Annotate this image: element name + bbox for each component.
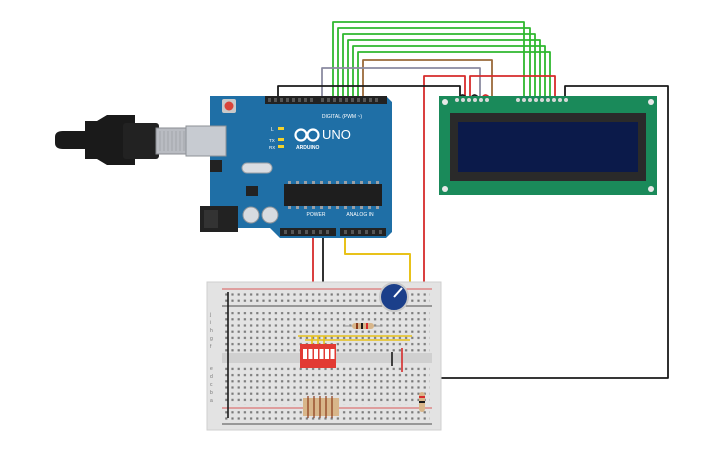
- usb-jack: [185, 125, 227, 157]
- crystal-oscillator: [241, 162, 273, 174]
- yellow-jumpers: [298, 335, 412, 344]
- row-letter-f: f: [210, 344, 212, 350]
- digital-header-label: DIGITAL (PWM ~): [322, 114, 362, 120]
- wire-red-lcd-1: [469, 75, 556, 100]
- dip-switch[interactable]: [300, 344, 336, 368]
- wires-group: [277, 21, 669, 379]
- wire-green-3: [342, 33, 536, 100]
- led-rx: [278, 145, 284, 148]
- capacitor-1: [242, 206, 260, 224]
- led-rx-label: RX: [269, 145, 275, 150]
- arduino-brand-label: ARDUINO: [296, 145, 319, 151]
- row-letter-j: j: [209, 312, 211, 318]
- row-letter-a: a: [210, 398, 213, 404]
- usb-plug-metal: [155, 127, 191, 155]
- row-letter-h: h: [210, 328, 213, 334]
- wire-green-5: [352, 45, 546, 100]
- usb-plug-icon: [55, 115, 135, 165]
- row-letter-e: e: [210, 366, 213, 372]
- arduino-uno-board[interactable]: DIGITAL (PWM ~) UNO ARDUINO L TX RX: [185, 96, 392, 238]
- voltage-regulator: [246, 186, 258, 196]
- led-tx: [278, 138, 284, 141]
- wire-black-lcd-2: [422, 85, 669, 379]
- dip-switch-toggles[interactable]: [303, 349, 335, 359]
- row-letter-b: b: [210, 390, 213, 396]
- power-jack-inner: [204, 210, 218, 228]
- arduino-infinity-logo: [294, 128, 320, 142]
- lcd-screen: [458, 122, 638, 172]
- lcd-mount-hole-3: [442, 186, 448, 192]
- row-letter-g: g: [210, 336, 213, 342]
- arduino-model-label: UNO: [322, 127, 351, 142]
- row-letter-c: c: [210, 382, 213, 388]
- lcd-module[interactable]: [439, 96, 657, 195]
- power-label: POWER: [307, 212, 326, 218]
- wire-green-2: [337, 27, 531, 100]
- wire-grey: [321, 67, 481, 100]
- wire-red-lcd-2: [423, 75, 466, 300]
- capacitor-2: [261, 206, 279, 224]
- led-tx-label: TX: [269, 138, 275, 143]
- row-letter-d: d: [210, 374, 213, 380]
- reset-button-cap: [224, 101, 234, 111]
- wire-brown: [362, 59, 493, 100]
- row-letters: j i h g f e d c b a: [209, 312, 213, 404]
- row-letter-i: i: [210, 320, 211, 326]
- digital-header: [265, 96, 387, 104]
- lcd-header-pins: [455, 98, 568, 102]
- resistor-bank: [303, 396, 339, 418]
- resistor-top: [344, 323, 382, 329]
- resistor-right: [419, 392, 425, 412]
- usb-chip: [210, 160, 222, 172]
- lcd-mount-hole-1: [442, 99, 448, 105]
- analog-label: ANALOG IN: [346, 212, 374, 218]
- rail-holes-bottom: [224, 411, 430, 423]
- bottom-header-pins: [284, 230, 382, 234]
- potentiometer-indicator: [393, 287, 403, 298]
- usb-grip-lines: [159, 131, 185, 151]
- wire-green-4: [347, 39, 541, 100]
- potentiometer[interactable]: [379, 282, 409, 312]
- wire-green-1: [332, 21, 525, 100]
- led-l: [278, 127, 284, 130]
- usb-plug-body: [123, 123, 159, 159]
- analog-header: [340, 228, 386, 236]
- lcd-mount-hole-2: [648, 99, 654, 105]
- lcd-mount-hole-4: [648, 186, 654, 192]
- digital-header-pins: [268, 98, 378, 102]
- wire-black-lcd-1: [277, 85, 461, 100]
- wire-analog-yellow: [344, 232, 411, 298]
- usb-cable: [55, 115, 191, 165]
- rail-holes-top: [224, 292, 430, 304]
- atmega-chip: [284, 184, 382, 206]
- atmega-chip-pins: [288, 181, 379, 209]
- led-l-label: L: [271, 127, 274, 133]
